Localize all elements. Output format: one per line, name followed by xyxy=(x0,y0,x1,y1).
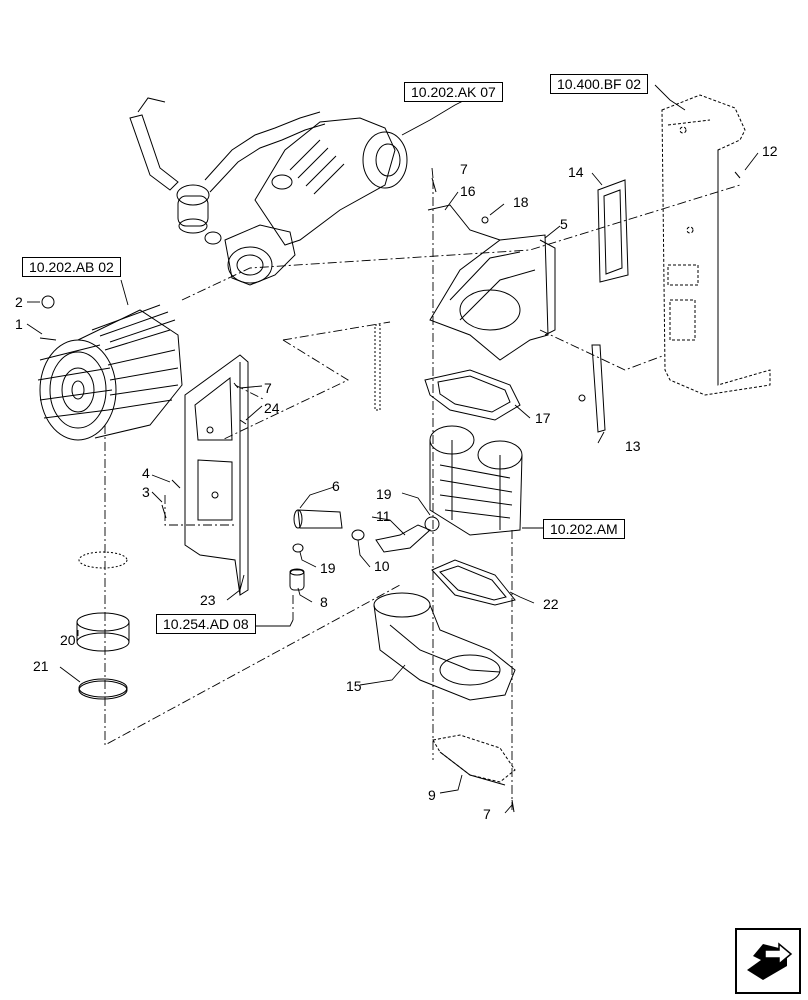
part-24-shape xyxy=(239,419,247,425)
intake-duct-assembly xyxy=(129,97,408,286)
frame-panel xyxy=(661,94,771,396)
part-7-shape-a xyxy=(233,382,239,389)
part-18-shape xyxy=(481,216,489,224)
callout-8[interactable]: 8 xyxy=(320,594,328,610)
part-19-shape-a xyxy=(292,543,304,553)
strap-9 xyxy=(432,734,516,786)
callout-13[interactable]: 13 xyxy=(625,438,641,454)
assembly-lines xyxy=(104,180,741,810)
bracket-23 xyxy=(184,354,249,596)
reference-box-ab02[interactable]: 10.202.AB 02 xyxy=(22,257,121,277)
part-16-shape xyxy=(427,204,501,241)
callout-14[interactable]: 14 xyxy=(568,164,584,180)
callout-23[interactable]: 23 xyxy=(200,592,216,608)
part-10-shape xyxy=(351,529,365,541)
callout-20[interactable]: 20 xyxy=(60,632,76,648)
callout-6[interactable]: 6 xyxy=(332,478,340,494)
gasket-17 xyxy=(424,369,521,421)
callout-1[interactable]: 1 xyxy=(15,316,23,332)
callout-19-top[interactable]: 19 xyxy=(376,486,392,502)
leader-lines xyxy=(26,84,759,814)
seal-strip xyxy=(374,324,381,411)
part-3-shape xyxy=(161,504,167,519)
reference-box-ak07[interactable]: 10.202.AK 07 xyxy=(404,82,503,102)
callout-7-top[interactable]: 7 xyxy=(460,161,468,177)
next-page-arrow-icon[interactable] xyxy=(735,928,801,994)
part-4-shape xyxy=(171,479,181,489)
callout-5[interactable]: 5 xyxy=(560,216,568,232)
part-1-shape xyxy=(39,337,57,341)
callout-15[interactable]: 15 xyxy=(346,678,362,694)
callout-24[interactable]: 24 xyxy=(264,400,280,416)
part-7-shape-c xyxy=(511,799,515,813)
callout-4[interactable]: 4 xyxy=(142,465,150,481)
gasket-22 xyxy=(431,559,516,606)
callout-9[interactable]: 9 xyxy=(428,787,436,803)
hose-6 xyxy=(293,509,343,529)
callout-19-bottom[interactable]: 19 xyxy=(320,560,336,576)
part-2-shape xyxy=(41,295,55,309)
callout-7-bracket[interactable]: 7 xyxy=(264,380,272,396)
air-cleaner-housing xyxy=(429,425,523,536)
part-8-shape xyxy=(289,568,305,591)
callout-22[interactable]: 22 xyxy=(543,596,559,612)
part-13-screw xyxy=(578,394,586,402)
reference-box-am[interactable]: 10.202.AM xyxy=(543,519,625,539)
hose-11 xyxy=(375,524,431,553)
reference-box-bf02[interactable]: 10.400.BF 02 xyxy=(550,74,649,94)
callout-21[interactable]: 21 xyxy=(33,658,49,674)
callout-12[interactable]: 12 xyxy=(762,143,778,159)
part-12-shape xyxy=(734,171,741,179)
callout-17[interactable]: 17 xyxy=(535,410,551,426)
callout-2[interactable]: 2 xyxy=(15,294,23,310)
callout-11[interactable]: 11 xyxy=(376,508,391,524)
callout-18[interactable]: 18 xyxy=(513,194,529,210)
clamp-ring xyxy=(78,551,128,569)
reference-box-ad08[interactable]: 10.254.AD 08 xyxy=(156,614,256,634)
callout-7-bottom[interactable]: 7 xyxy=(483,806,491,822)
part-19-shape-b xyxy=(424,516,440,532)
callout-3[interactable]: 3 xyxy=(142,484,150,500)
part-7-shape-b xyxy=(431,177,437,193)
hood-5 xyxy=(429,234,556,361)
clamp-21 xyxy=(78,678,128,700)
filter-panel-14 xyxy=(597,179,629,283)
callout-16[interactable]: 16 xyxy=(460,183,476,199)
sleeve-20 xyxy=(76,612,130,652)
bar-13 xyxy=(591,344,606,433)
duct-15 xyxy=(373,592,516,701)
blower-unit xyxy=(37,304,183,441)
callout-10[interactable]: 10 xyxy=(374,558,390,574)
